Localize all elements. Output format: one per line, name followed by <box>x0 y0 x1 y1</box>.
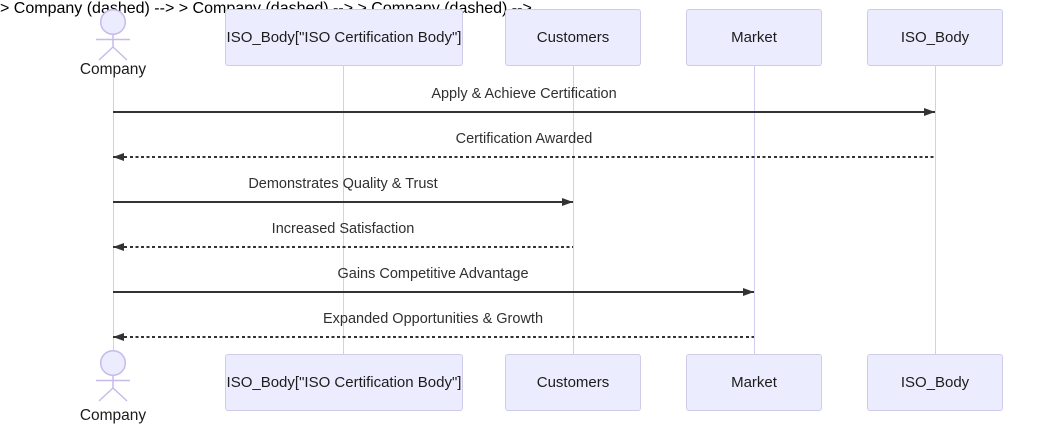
participant-customers-top: Customers <box>505 9 641 66</box>
actor-company-label-top: Company <box>79 61 147 78</box>
lifeline-iso-body <box>934 66 936 354</box>
actor-company-icon-bottom <box>96 350 130 402</box>
participant-label: Customers <box>536 374 610 391</box>
participant-label: Customers <box>536 29 610 46</box>
message-5-line <box>113 291 754 293</box>
message-2-label: Certification Awarded <box>455 131 593 147</box>
message-3-line <box>113 201 573 203</box>
participant-label: ISO_Body["ISO Certification Body"] <box>226 29 462 46</box>
participant-label: ISO_Body["ISO Certification Body"] <box>226 374 462 391</box>
participant-iso-certification-body-top: ISO_Body["ISO Certification Body"] <box>225 9 463 66</box>
participant-customers-bottom: Customers <box>505 354 641 411</box>
message-3-label: Demonstrates Quality & Trust <box>248 176 438 192</box>
arrowhead-right-icon <box>924 107 935 116</box>
message-4-line <box>113 246 573 248</box>
message-6-label: Expanded Opportunities & Growth <box>322 311 544 327</box>
arrowhead-right-icon <box>743 287 754 296</box>
lifeline-customers <box>572 66 574 354</box>
message-4-label: Increased Satisfaction <box>271 221 415 237</box>
message-1-label: Apply & Achieve Certification <box>431 86 617 102</box>
actor-company-icon-top <box>96 9 130 61</box>
message-5-label: Gains Competitive Advantage <box>337 266 529 282</box>
lifeline-market <box>753 66 755 354</box>
message-2-line <box>113 156 935 158</box>
participant-label: Market <box>731 29 777 46</box>
participant-iso-body-bottom: ISO_Body <box>867 354 1003 411</box>
message-1-line <box>113 111 935 113</box>
participant-market-bottom: Market <box>686 354 822 411</box>
message-6-line <box>113 336 754 338</box>
arrowhead-left-icon <box>113 332 124 341</box>
lifeline-iso-certification-body <box>343 66 344 354</box>
arrowhead-right-icon <box>562 197 573 206</box>
lifeline-company <box>112 78 114 350</box>
participant-label: ISO_Body <box>900 374 970 391</box>
participant-iso-certification-body-bottom: ISO_Body["ISO Certification Body"] <box>225 354 463 411</box>
participant-label: Market <box>731 374 777 391</box>
participant-market-top: Market <box>686 9 822 66</box>
arrowhead-left-icon <box>113 242 124 251</box>
participant-label: ISO_Body <box>900 29 970 46</box>
arrowhead-left-icon <box>113 152 124 161</box>
actor-company-label-bottom: Company <box>79 407 147 424</box>
participant-iso-body-top: ISO_Body <box>867 9 1003 66</box>
